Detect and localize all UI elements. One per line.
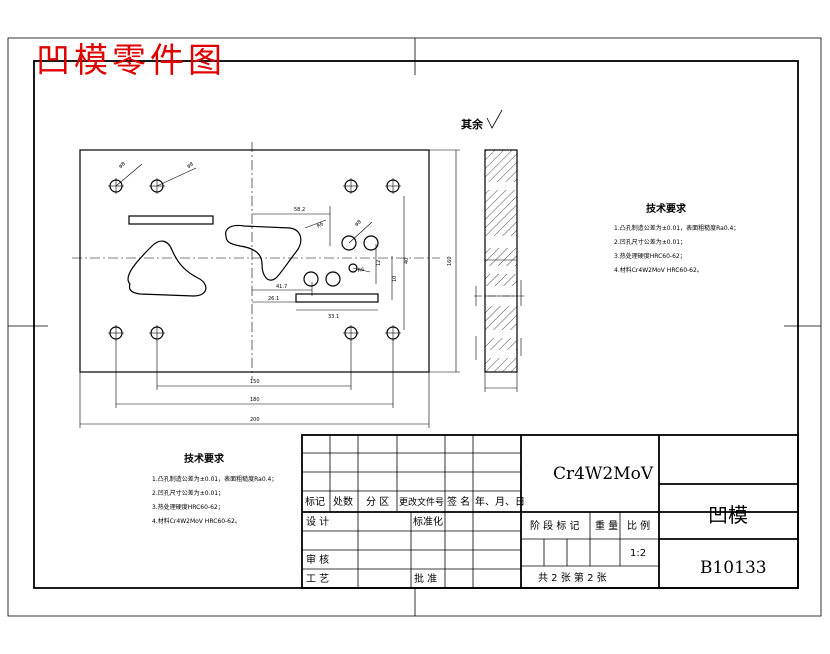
dim-12: 12 [376, 260, 382, 266]
weight-label: 重 量 [595, 519, 618, 532]
plan-view: φ8 φ8 φ8 R6 R6 58.2 41.7 26.1 33.1 12 10… [72, 142, 460, 428]
cavity-right [225, 224, 302, 281]
tech-item-right: 3.热处理硬度HRC60-62； [614, 252, 686, 260]
plate-outline [79, 149, 430, 373]
tech-item-left: 2.凹孔尺寸公差为±0.01； [152, 489, 224, 497]
dim-overall-height: 160 [447, 256, 453, 266]
scale-value: 1:2 [630, 548, 646, 559]
tech-item-right: 4.材料Cr4W2MoV HRC60-62。 [614, 266, 703, 274]
dim-10: 10 [392, 276, 398, 282]
section-view [474, 149, 524, 392]
cavity-left [127, 240, 207, 297]
process-label: 工 艺 [306, 573, 329, 585]
part-name: 凹模 [708, 503, 748, 527]
outer-border [7, 37, 822, 617]
rev-header: 年、月、日 [475, 495, 525, 508]
slot-upper [128, 215, 214, 225]
hole-callout-a: φ8 [118, 161, 127, 170]
rev-header: 签 名 [447, 495, 470, 508]
dim-58: 58.2 [294, 207, 305, 213]
hole-callout-d: R6 [357, 267, 365, 274]
dim-hole-span: 180 [250, 397, 260, 403]
approve-label: 批 准 [414, 572, 437, 585]
tech-item-left: 4.材料Cr4W2MoV HRC60-62。 [152, 517, 241, 525]
tech-item-right: 1.凸孔制造公差为±0.01，表面粗糙度Ra0.4； [614, 224, 739, 232]
standardize-label: 标准化 [413, 515, 443, 528]
stage-label: 阶 段 标 记 [530, 519, 580, 532]
page-title: 凹模零件图 [36, 41, 226, 81]
hole-callout-c: φ8 [354, 219, 363, 228]
dim-26: 26.1 [268, 296, 279, 302]
roughness-symbol-icon [486, 109, 503, 129]
tech-requirements-left: 技术要求 1.凸孔制造公差为±0.01，表面粗糙度Ra0.4； 2.凹孔尺寸公差… [152, 452, 277, 525]
drawing-frame [33, 60, 799, 589]
tech-heading-left: 技术要求 [184, 452, 225, 465]
rev-header: 处数 [333, 495, 353, 508]
review-label: 审 核 [306, 553, 329, 566]
dim-overall-width: 200 [250, 417, 260, 423]
roughness-note: 其余 [461, 117, 484, 131]
tech-item-left: 3.热处理硬度HRC60-62； [152, 503, 224, 511]
hole-callout-b: φ8 [186, 161, 195, 169]
dim-inner-span: 150 [250, 379, 260, 385]
tech-requirements-right: 技术要求 1.凸孔制造公差为±0.01，表面粗糙度Ra0.4； 2.凹孔尺寸公差… [614, 202, 739, 274]
scale-label: 比 例 [627, 519, 650, 532]
rev-header: 标记 [305, 496, 325, 508]
tech-heading-right: 技术要求 [646, 202, 687, 215]
rev-header: 更改文件号 [399, 496, 444, 508]
center-marks [8, 38, 821, 616]
bolt-holes [109, 179, 400, 340]
title-block: 标记 处数 分 区 更改文件号 签 名 年、月、日 设 计 标准化 审 核 工 … [301, 434, 799, 589]
dim-40: 40 [404, 258, 410, 264]
sheet-info: 共 2 张 第 2 张 [538, 571, 607, 584]
dim-41: 41.7 [276, 284, 287, 290]
material: Cr4W2MoV [553, 464, 654, 484]
design-label: 设 计 [306, 515, 329, 528]
dim-33: 33.1 [328, 314, 339, 320]
slot-lower [295, 293, 379, 303]
tech-item-left: 1.凸孔制造公差为±0.01，表面粗糙度Ra0.4； [152, 475, 277, 483]
hole-callout-e: R6 [316, 221, 325, 230]
rev-header: 分 区 [366, 496, 389, 508]
tech-item-right: 2.凹孔尺寸公差为±0.01； [614, 238, 686, 246]
drawing-number: B10133 [700, 558, 767, 578]
